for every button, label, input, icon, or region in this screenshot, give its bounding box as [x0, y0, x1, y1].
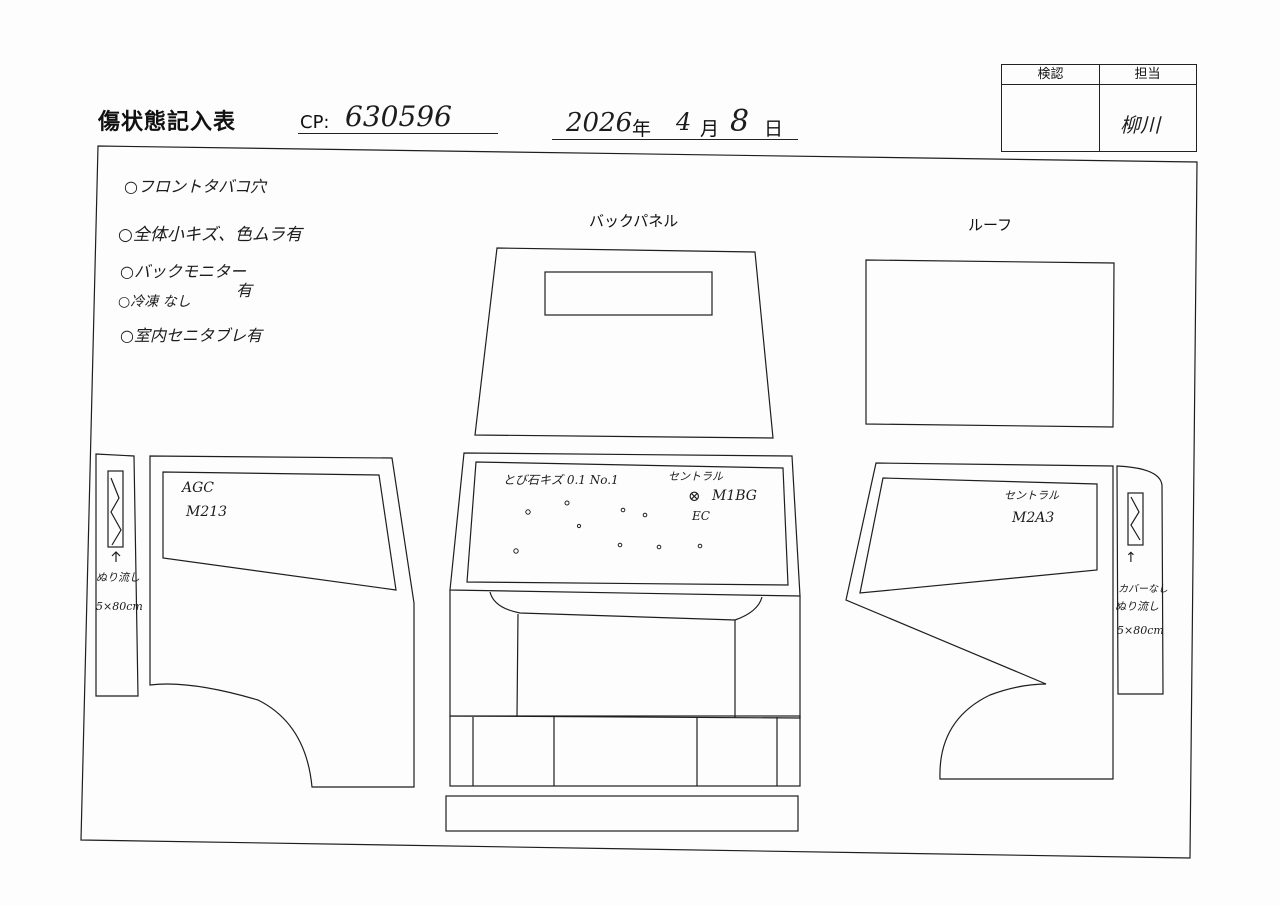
windshield-maker: セントラル	[668, 470, 724, 483]
front-grille-curve	[489, 591, 763, 621]
date-month: 4	[676, 108, 692, 136]
damage-point	[513, 548, 519, 554]
left-pillar-strip	[107, 470, 124, 548]
note-side-mark: 有	[236, 281, 254, 300]
note-1: ○フロントタバコ穴	[124, 177, 268, 196]
right-pillar-note-2: ぬり流し	[1115, 600, 1159, 613]
approval-divider	[1099, 65, 1100, 151]
left-pillar-outline	[95, 453, 139, 697]
damage-point	[617, 542, 623, 548]
diagram-frame	[80, 145, 1198, 859]
damage-point	[697, 543, 703, 549]
cp-number: 630596	[345, 100, 452, 133]
date-month-unit: 月	[700, 118, 720, 140]
right-pillar-strip	[1127, 492, 1144, 546]
left-pillar-crack	[110, 477, 122, 546]
back-panel-outline	[474, 247, 774, 439]
damage-point	[564, 500, 570, 506]
back-panel-label: バックパネル	[589, 212, 678, 230]
date-year-unit: 年	[632, 118, 652, 140]
right-door-window	[859, 477, 1098, 594]
left-pillar-arrow-line	[111, 551, 121, 562]
right-door-outline	[845, 462, 1114, 780]
date-year: 2026	[566, 108, 633, 138]
right-pillar-arrow: ↑	[1125, 550, 1137, 566]
left-pillar-note-2: 5×80cm	[96, 600, 143, 613]
right-pillar-crack	[1130, 496, 1141, 541]
damage-point	[576, 523, 582, 529]
damage-point	[525, 509, 531, 515]
date-day-unit: 日	[764, 118, 784, 140]
windshield-mark: ⊗	[688, 487, 701, 505]
front-lower-bar	[445, 795, 799, 832]
roof-label: ルーフ	[968, 216, 1012, 234]
note-2: ○全体小キズ、色ムラ有	[118, 225, 304, 245]
front-bumper	[449, 715, 801, 787]
note-4: ○冷凍 なし	[118, 294, 191, 310]
left-window-code: M213	[185, 504, 227, 520]
front-body-outline	[449, 590, 801, 719]
staff-signature: 柳川	[1120, 113, 1160, 137]
right-pillar-outline	[1116, 465, 1164, 695]
form-title: 傷状態記入表	[98, 110, 237, 135]
check-label: 検認	[1002, 65, 1099, 85]
left-window-maker: AGC	[180, 480, 214, 496]
roof-outline	[865, 259, 1115, 428]
damage-point	[620, 507, 626, 513]
right-pillar-note-1: カバーなし	[1118, 583, 1168, 595]
windshield-damage-note: とび石キズ 0.1 No.1	[503, 473, 619, 487]
damage-point	[642, 512, 648, 518]
front-grille-panel	[516, 613, 736, 718]
windshield-glass	[466, 461, 789, 586]
left-door-outline	[149, 455, 415, 788]
date-day: 8	[730, 104, 750, 139]
damage-point	[656, 544, 662, 550]
right-window-code: M2A3	[1011, 510, 1054, 526]
staff-label: 担当	[1099, 65, 1196, 85]
windshield-note: EC	[691, 509, 710, 523]
cp-label: CP:	[300, 112, 330, 133]
approval-table: 検認 担当 柳川	[1001, 64, 1197, 152]
left-door-window	[162, 471, 397, 591]
right-pillar-note-3: 5×80cm	[1117, 624, 1164, 637]
back-panel-window	[544, 271, 713, 316]
windshield-damage-points	[513, 500, 703, 554]
note-5: ○室内セニタブレ有	[120, 326, 264, 345]
note-3: ○バックモニター	[120, 262, 247, 281]
left-pillar-note-1: ぬり流し	[96, 571, 140, 584]
windshield-code: M1BG	[711, 488, 757, 504]
date-underline	[552, 139, 798, 140]
cp-underline	[298, 133, 498, 134]
right-window-maker: セントラル	[1004, 489, 1060, 502]
